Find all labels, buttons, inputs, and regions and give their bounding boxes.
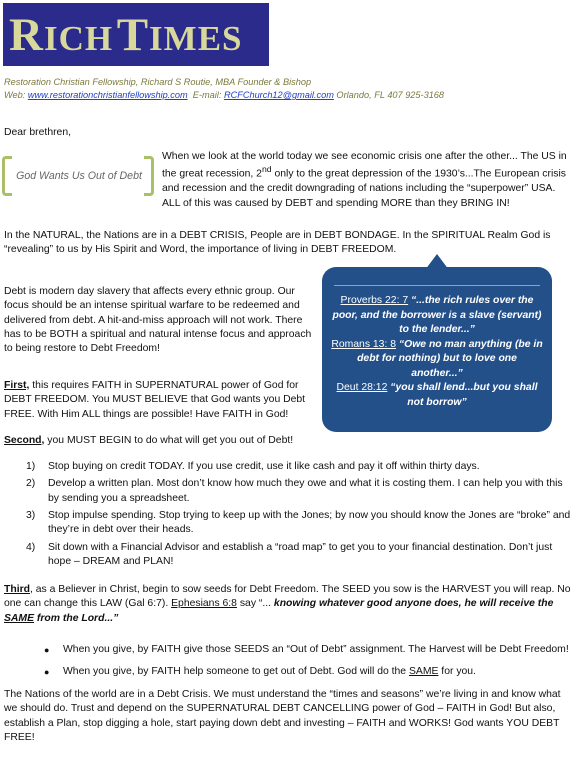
verse-text-proverbs: “...the rich rules over the poor, and th… [332,295,542,336]
first-label: First, [4,380,30,391]
bullet-icon: ● [44,667,50,677]
website-link[interactable]: www.restorationchristianfellowship.com [27,90,188,100]
contact-line: Web: www.restorationchristianfellowship.… [4,89,444,102]
web-label: Web: [4,90,26,100]
pull-quote-text: God Wants Us Out of Debt [16,170,142,182]
verse-ref-proverbs: Proverbs 22: 7 [340,295,409,306]
list-item: ●When you give, by FAITH give those SEED… [44,643,576,658]
natural-paragraph: In the NATURAL, the Nations are in a DEB… [4,230,551,256]
scripture-callout: Proverbs 22: 7 “...the rich rules over t… [322,267,552,432]
third-label: Third [4,584,30,595]
masthead-title: RICH TIMES [9,9,243,61]
list-item: 1)Stop buying on credit TODAY. If you us… [26,461,480,472]
pull-quote-right-bracket [144,156,154,196]
verse-ref-deut: Deut 28:12 [336,382,388,394]
steps-list: 1)Stop buying on credit TODAY. If you us… [26,460,576,573]
greeting: Dear brethren, [4,127,71,138]
verse-text-deut: “you shall lend...but you shall not borr… [387,382,538,408]
callout-divider [334,285,540,286]
email-link[interactable]: RCFChurch12@gmail.com [223,90,334,100]
masthead-banner: RICH TIMES [3,3,269,66]
scripture-verses: Proverbs 22: 7 “...the rich rules over t… [330,294,544,411]
list-item: 3)Stop impulse spending. Stop trying to … [26,510,571,536]
closing-paragraph: The Nations of the world are in a Debt C… [4,689,561,744]
second-paragraph: Second, you MUST BEGIN to do what will g… [4,435,294,446]
list-item: ●When you give, by FAITH help someone to… [44,665,576,680]
email-label: E-mail: [192,90,222,100]
list-item: 4)Sit down with a Financial Advisor and … [26,541,553,568]
location-text: Orlando, FL 407 925-3168 [336,90,445,100]
second-label: Second, [4,435,45,446]
verse-text-romans: “Owe no man anything (be in debt for not… [357,338,543,379]
giving-bullets: ●When you give, by FAITH give those SEED… [44,643,576,687]
pull-quote: God Wants Us Out of Debt [2,156,154,196]
bullet-icon: ● [44,645,50,655]
org-line: Restoration Christian Fellowship, Richar… [4,77,312,87]
verse-ref-romans: Romans 13: 8 [331,338,397,350]
slavery-paragraph: Debt is modern day slavery that affects … [4,286,312,355]
ephesians-ref: Ephesians 6:8 [171,598,237,610]
list-item: 2)Develop a written plan. Most don’t kno… [26,478,563,504]
pull-quote-left-bracket [2,156,12,196]
first-paragraph: First, this requires FAITH in SUPERNATUR… [4,380,306,420]
third-paragraph: Third, as a Believer in Christ, begin to… [4,584,571,624]
intro-paragraph: When we look at the world today we see e… [162,151,567,209]
